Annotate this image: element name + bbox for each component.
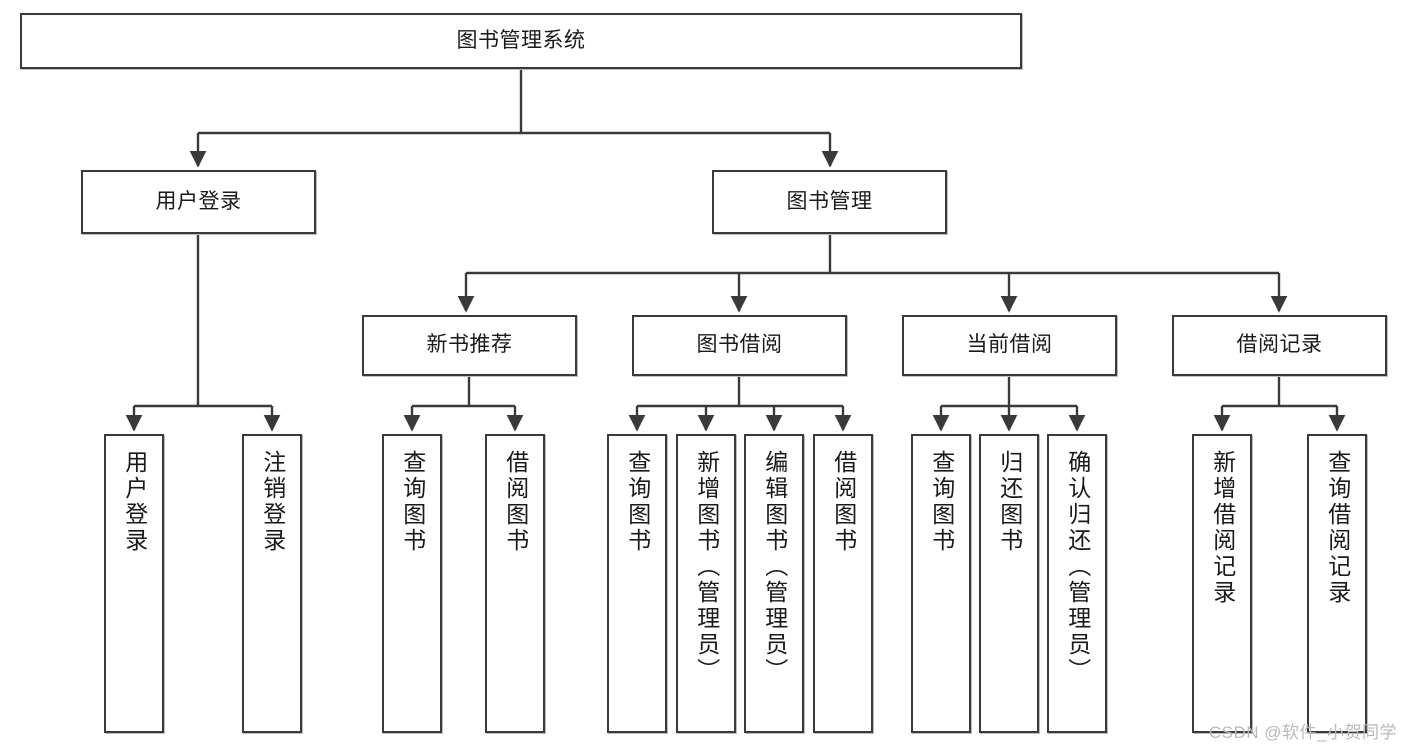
leaf-logout[interactable]: 注销登录 [242, 434, 302, 733]
node-label: 查询借阅记录 [1324, 450, 1351, 606]
node-label: 图书借阅 [696, 333, 783, 357]
node-label: 图书管理 [786, 189, 873, 213]
leaf-currentborrow-confirm-return[interactable]: 确认归还（管理员） [1047, 434, 1107, 733]
node-label: 注销登录 [259, 450, 286, 554]
leaf-user-login[interactable]: 用户登录 [104, 434, 164, 733]
node-label: 用户登录 [155, 189, 242, 213]
leaf-bookborrow-query-book[interactable]: 查询图书 [607, 434, 667, 733]
leaf-bookborrow-borrow-book[interactable]: 借阅图书 [813, 434, 873, 733]
csdn-watermark: CSDN @软件_小贺同学 [1208, 723, 1397, 742]
leaf-newbook-query-book[interactable]: 查询图书 [382, 434, 442, 733]
node-book-management[interactable]: 图书管理 [712, 170, 947, 234]
node-label: 图书管理系统 [456, 28, 586, 52]
leaf-newbook-borrow-book[interactable]: 借阅图书 [485, 434, 545, 733]
node-label: 当前借阅 [966, 333, 1053, 357]
node-current-borrow[interactable]: 当前借阅 [902, 315, 1117, 376]
leaf-bookborrow-add-book[interactable]: 新增图书（管理员） [676, 434, 736, 733]
node-label: 查询图书 [624, 450, 651, 554]
node-label: 新增图书（管理员） [693, 450, 720, 684]
node-book-borrow[interactable]: 图书借阅 [632, 315, 847, 376]
node-label: 用户登录 [121, 450, 148, 554]
leaf-borrowrecord-query-record[interactable]: 查询借阅记录 [1307, 434, 1367, 733]
node-label: 编辑图书（管理员） [761, 450, 788, 684]
node-label: 新增借阅记录 [1209, 450, 1236, 606]
node-label: 归还图书 [996, 450, 1023, 554]
node-label: 查询图书 [928, 450, 955, 554]
node-root-system[interactable]: 图书管理系统 [20, 13, 1022, 69]
node-label: 确认归还（管理员） [1064, 450, 1091, 684]
node-user-login[interactable]: 用户登录 [81, 170, 316, 234]
node-new-book-recommend[interactable]: 新书推荐 [362, 315, 577, 376]
leaf-bookborrow-edit-book[interactable]: 编辑图书（管理员） [744, 434, 804, 733]
node-label: 借阅图书 [830, 450, 857, 554]
node-label: 查询图书 [399, 450, 426, 554]
node-label: 新书推荐 [426, 333, 513, 357]
node-label: 借阅图书 [502, 450, 529, 554]
leaf-currentborrow-query-book[interactable]: 查询图书 [911, 434, 971, 733]
node-label: 借阅记录 [1236, 333, 1323, 357]
node-borrow-record[interactable]: 借阅记录 [1172, 315, 1387, 376]
leaf-borrowrecord-add-record[interactable]: 新增借阅记录 [1192, 434, 1252, 733]
leaf-currentborrow-return-book[interactable]: 归还图书 [979, 434, 1039, 733]
